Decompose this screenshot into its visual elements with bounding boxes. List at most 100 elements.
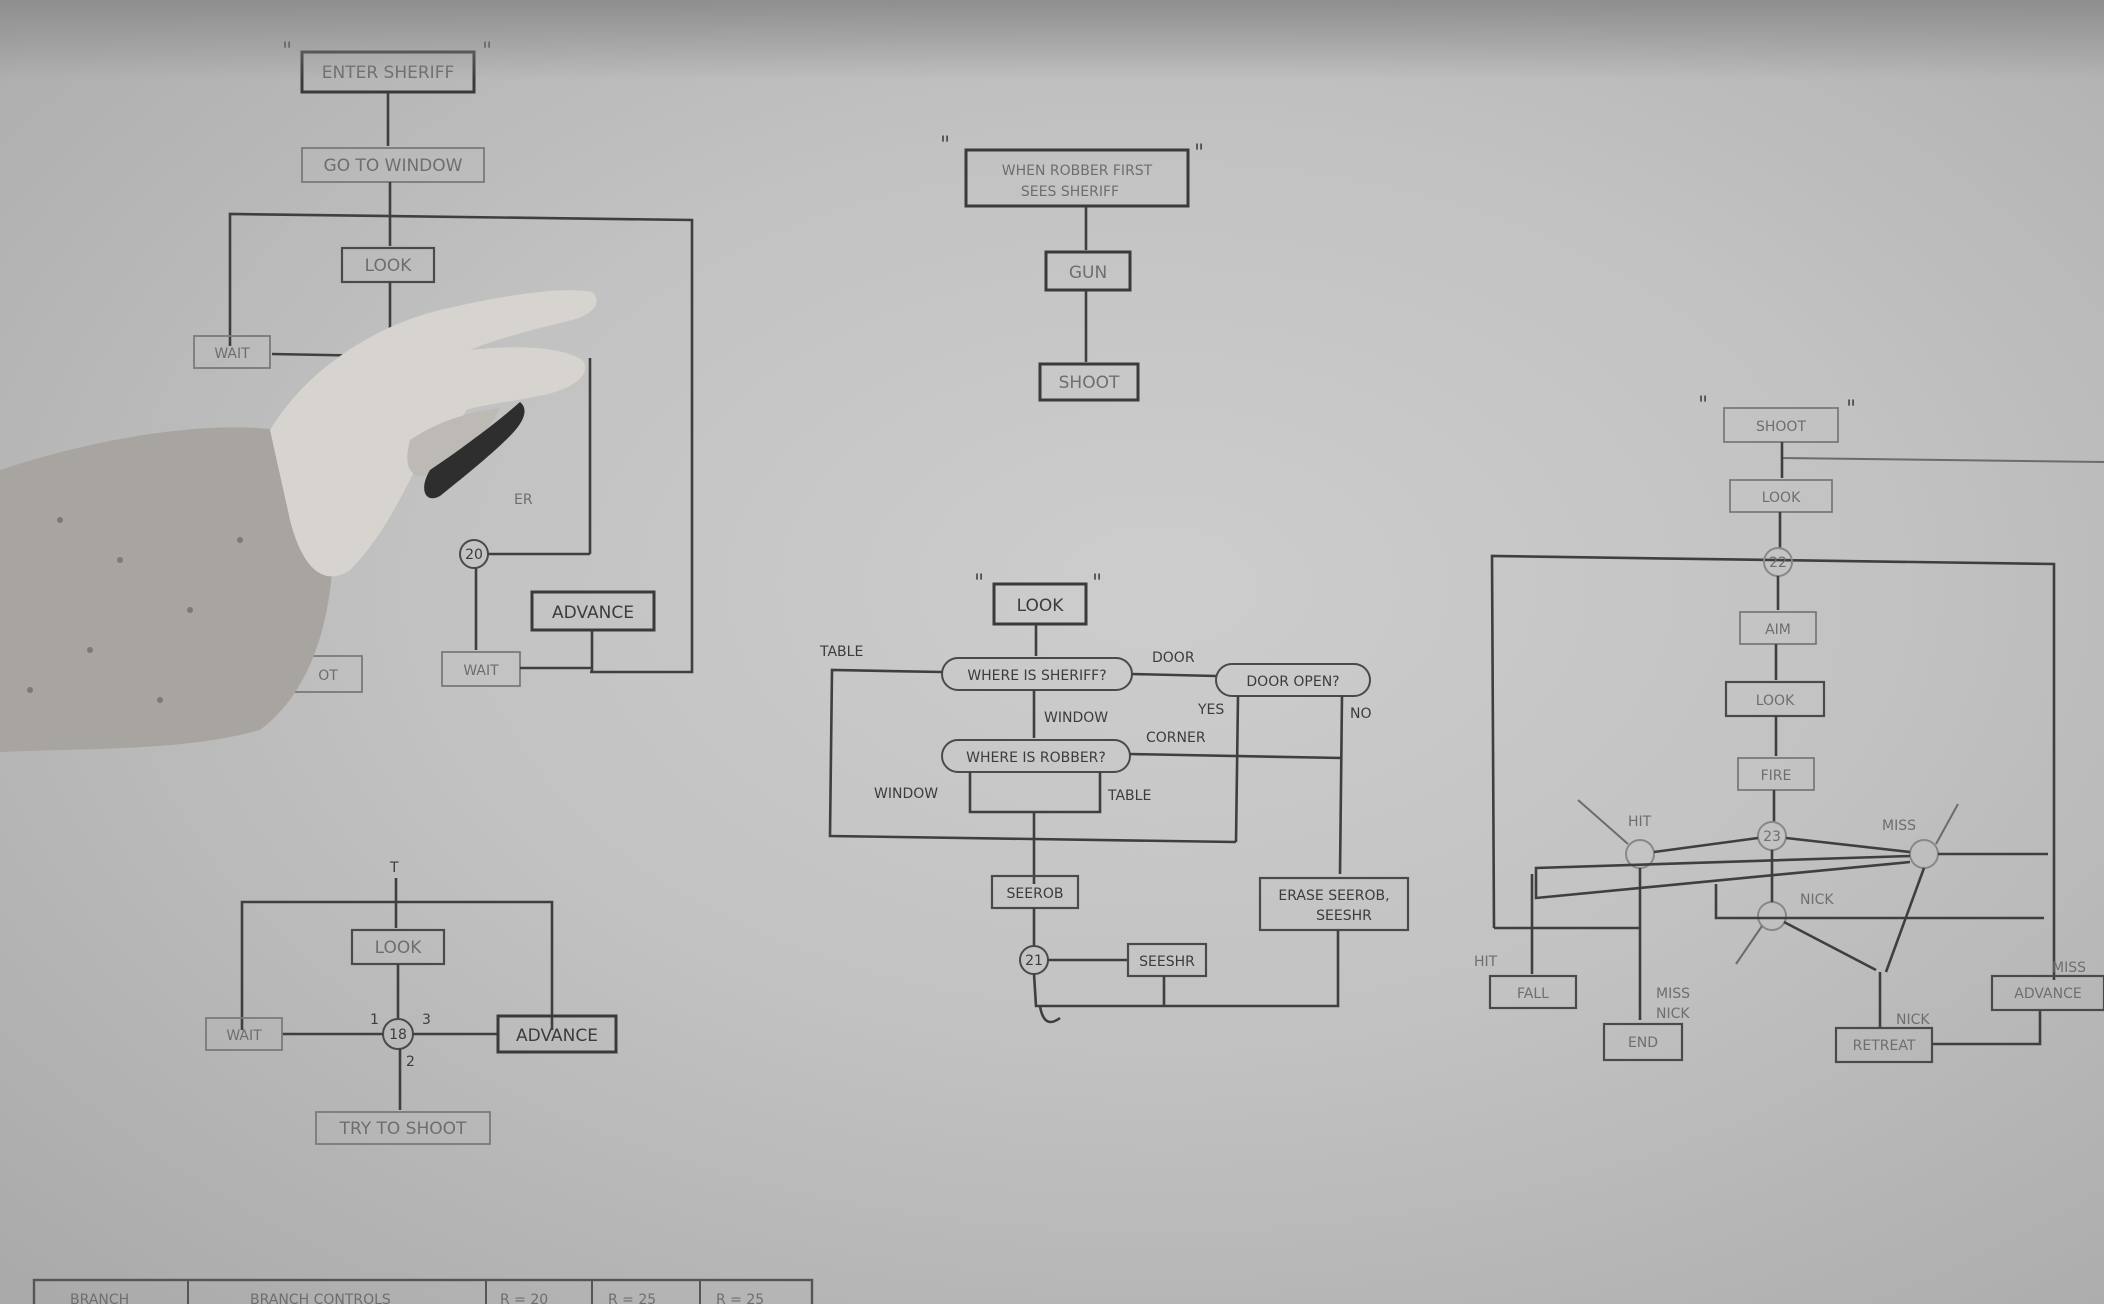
edge-miss-to-retreat — [1884, 867, 1926, 973]
where-is-robber-decision: WHERE IS ROBBER? — [941, 739, 1131, 773]
branch-label-no: NO — [1350, 706, 1372, 722]
look-label-sheriff: LOOK — [365, 256, 413, 276]
nick-label-2: NICK — [1896, 1012, 1930, 1028]
end-label: END — [1628, 1035, 1658, 1051]
advance-box-shoot: ADVANCE — [1990, 974, 2104, 1012]
branch-label-window: WINDOW — [1044, 710, 1108, 726]
look-box-center: LOOK — [992, 582, 1088, 626]
shoot-label-robber: SHOOT — [1059, 373, 1120, 393]
bottom-table-col-4: R = 25 — [608, 1292, 656, 1304]
wait-box-loop: WAIT — [205, 1017, 283, 1051]
edge-23-to-miss — [1785, 836, 1911, 854]
aim-label: AIM — [1765, 622, 1791, 638]
node-21-label: 21 — [1025, 953, 1043, 969]
bottom-table-col-1: BRANCH — [70, 1292, 129, 1304]
branch-label-table: TABLE — [819, 644, 863, 660]
edge-hit-spoke — [1577, 799, 1629, 845]
fall-box: FALL — [1488, 974, 1578, 1010]
shoot-flowchart: " " SHOOT LOOK 22 AIM LOOK FIRE — [1474, 393, 2104, 1064]
wait-box-bottom: WAIT — [441, 651, 521, 687]
loop-flowchart: T LOOK 18 1 2 3 WAIT ADVANCE TRY TO SHOO… — [205, 860, 618, 1145]
erase-label-1: ERASE SEEROB, — [1278, 888, 1389, 904]
robber-quote-close: " — [1194, 141, 1204, 166]
shoot-title-label: SHOOT — [1756, 419, 1806, 435]
top-mark-label: T — [389, 860, 399, 876]
wristwatch-strap — [424, 402, 525, 499]
miss-nick-label-2: NICK — [1656, 1006, 1690, 1022]
erase-label-2: SEESHR — [1316, 908, 1372, 924]
pointing-hand — [0, 290, 597, 752]
node-20-label: 20 — [465, 547, 483, 563]
robber-quote-open: " — [940, 133, 950, 158]
branch-2-label: 2 — [406, 1054, 415, 1070]
edge-yes-branch — [1234, 695, 1240, 843]
where-is-sheriff-label: WHERE IS SHERIFF? — [967, 668, 1106, 684]
quote-open-mark: " — [282, 39, 292, 64]
branch-label-corner: CORNER — [1146, 730, 1206, 746]
nick-node-circle — [1757, 901, 1787, 931]
look-label-shoot-2: LOOK — [1756, 693, 1795, 709]
seerob-label: SEEROB — [1007, 886, 1064, 902]
wait-label-bottom: WAIT — [463, 663, 499, 679]
bottom-table-col-3: R = 20 — [500, 1292, 548, 1304]
advance-label-shoot: ADVANCE — [2014, 986, 2081, 1002]
sleeve-shape — [0, 427, 334, 752]
retreat-box: RETREAT — [1834, 1026, 1934, 1064]
when-robber-label-2: SEES SHERIFF — [1021, 184, 1119, 200]
shoot-quote-open: " — [1698, 393, 1708, 418]
fall-label: FALL — [1517, 986, 1549, 1002]
seeshr-box: SEESHR — [1126, 942, 1208, 978]
look-box-shoot-1: LOOK — [1729, 479, 1833, 513]
retreat-label: RETREAT — [1853, 1038, 1916, 1054]
look-box-shoot-2: LOOK — [1724, 680, 1826, 718]
partial-label-er: ER — [514, 492, 533, 508]
edge-no-branch — [1338, 695, 1344, 875]
miss-label: MISS — [1882, 818, 1916, 834]
hit-label: HIT — [1628, 814, 1652, 830]
edge-robber-branches — [968, 772, 1102, 814]
branch-label-table-2: TABLE — [1107, 788, 1151, 804]
edge-nick-spoke — [1735, 925, 1763, 965]
look-label-center: LOOK — [1017, 596, 1065, 616]
door-open-label: DOOR OPEN? — [1246, 674, 1339, 690]
edge-return-hook — [1038, 1005, 1061, 1024]
edge-outer-loop — [228, 212, 694, 674]
where-is-sheriff-decision: WHERE IS SHERIFF? — [941, 657, 1133, 691]
node-18-label: 18 — [389, 1027, 407, 1043]
edge-shoot-outer-loop — [1490, 554, 2056, 980]
partial-label-ot: OT — [318, 668, 338, 684]
hit-label-2: HIT — [1474, 954, 1498, 970]
look-box-sheriff: LOOK — [340, 246, 436, 284]
edge-retreat-to-advance — [1932, 1010, 2042, 1046]
look-quote-open: " — [974, 571, 984, 596]
edge-23-to-hit — [1653, 836, 1759, 854]
gun-label: GUN — [1069, 263, 1107, 283]
quote-close-mark: " — [482, 39, 492, 64]
wait-label-loop: WAIT — [226, 1028, 262, 1044]
edge-nick-to-advance — [1714, 884, 2044, 920]
try-to-shoot-label: TRY TO SHOOT — [339, 1119, 467, 1139]
erase-box: ERASE SEEROB, SEESHR — [1258, 876, 1410, 932]
go-to-window-label: GO TO WINDOW — [324, 156, 463, 176]
branch-label-window-2: WINDOW — [874, 786, 938, 802]
branch-1-label: 1 — [370, 1012, 379, 1028]
nick-label: NICK — [1800, 892, 1834, 908]
enter-sheriff-label: ENTER SHERIFF — [322, 63, 455, 83]
look-label-loop: LOOK — [375, 938, 423, 958]
advance-label-loop: ADVANCE — [516, 1026, 598, 1046]
fire-box: FIRE — [1737, 757, 1815, 791]
advance-box-loop: ADVANCE — [496, 1014, 618, 1054]
edge-return-line — [1032, 930, 1340, 1008]
bottom-table-frame — [32, 1278, 814, 1304]
look-box-loop: LOOK — [350, 928, 446, 966]
node-23-label: 23 — [1763, 829, 1781, 845]
node-22-label: 22 — [1769, 555, 1787, 571]
end-box: END — [1602, 1022, 1684, 1062]
bottom-table: BRANCH BRANCH CONTROLS R = 20 R = 25 R =… — [32, 1278, 814, 1304]
edge-miss-to-fall — [1534, 854, 1911, 900]
branch-label-yes: YES — [1197, 702, 1224, 718]
look-label-shoot-1: LOOK — [1762, 490, 1801, 506]
edge-nick-to-retreat — [1783, 920, 1877, 972]
